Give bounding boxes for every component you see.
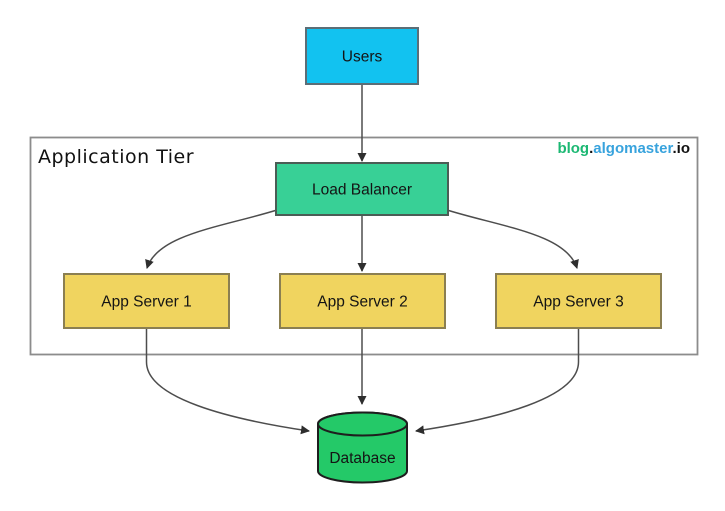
watermark-dot2: .	[672, 140, 676, 157]
edge-load-balancer-app-server-1	[145, 209, 278, 269]
node-app-server-1: App Server 1	[63, 273, 230, 329]
node-app-server-2: App Server 2	[279, 273, 446, 329]
edge-app-server-1-database	[145, 328, 310, 435]
watermark-blog: blog	[557, 140, 589, 157]
watermark-text: blog.algomaster.io	[557, 140, 690, 157]
node-database: Database	[317, 411, 408, 484]
app-server-3-box	[495, 273, 662, 329]
database-label: Database	[329, 450, 395, 467]
database-cylinder-top	[317, 411, 408, 437]
app-server-1-box	[63, 273, 230, 329]
edge-load-balancer-app-server-3	[446, 209, 579, 269]
users-box	[305, 27, 419, 85]
users-label: Users	[342, 49, 383, 66]
watermark-algomaster: algomaster	[593, 140, 673, 157]
watermark-dot1: .	[589, 140, 593, 157]
watermark-io: io	[677, 140, 690, 157]
app-server-2-label: App Server 2	[317, 294, 407, 311]
app-server-3-label: App Server 3	[533, 294, 623, 311]
node-app-server-3: App Server 3	[495, 273, 662, 329]
node-users: Users	[305, 27, 419, 85]
app-server-2-box	[279, 273, 446, 329]
edge-app-server-3-database	[415, 328, 580, 435]
application-tier-label: Application Tier	[38, 146, 194, 168]
load-balancer-label: Load Balancer	[312, 182, 412, 199]
app-server-1-label: App Server 1	[101, 294, 191, 311]
load-balancer-box	[275, 162, 449, 216]
node-load-balancer: Load Balancer	[275, 162, 449, 216]
